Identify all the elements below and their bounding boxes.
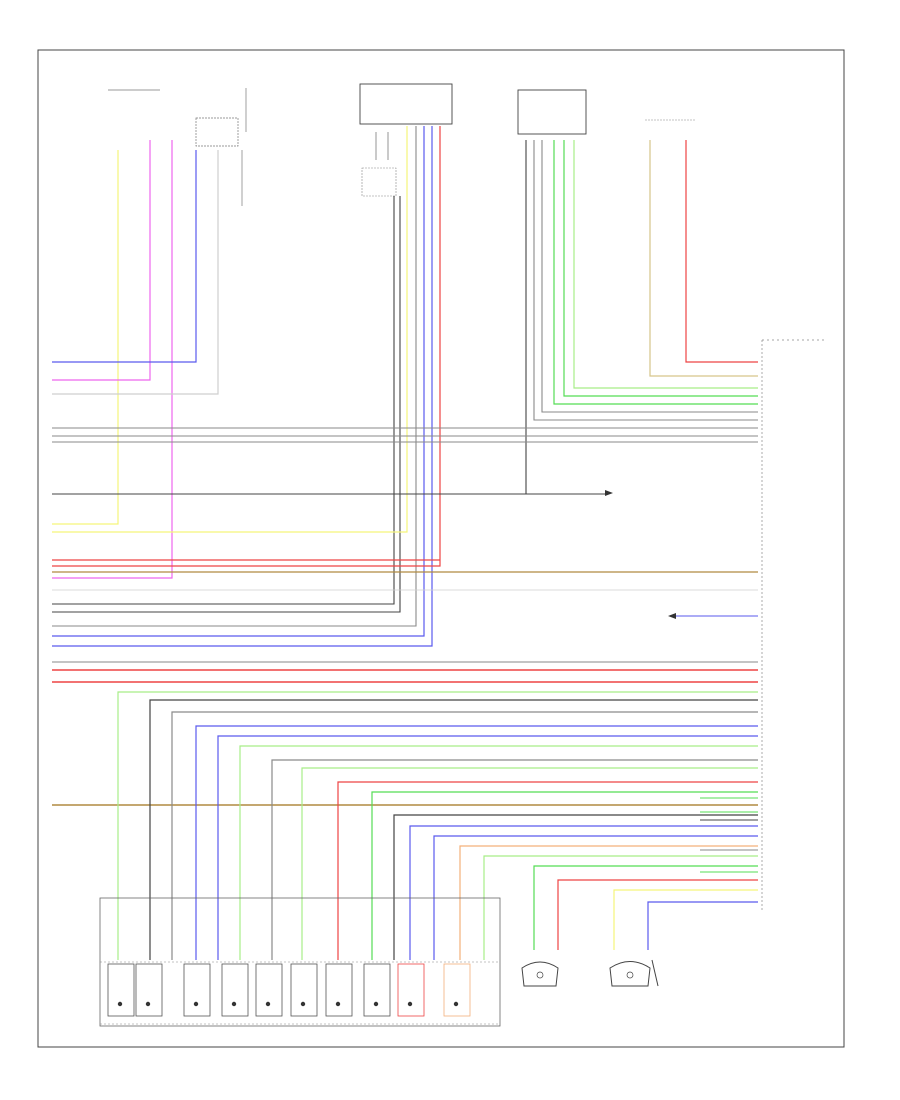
solenoid-terminal <box>265 1001 271 1007</box>
wire-top-left-yellow <box>52 150 119 525</box>
wire-tcr-dark <box>525 140 606 495</box>
speed-sensor-left <box>521 961 559 987</box>
wire-top-left-white <box>52 150 219 395</box>
diagram-frame <box>37 49 845 1048</box>
wire-drop-3 <box>195 725 758 960</box>
wire-drop-13 <box>459 845 758 960</box>
top-center-connector-component <box>359 83 453 197</box>
solenoid-terminal <box>373 1001 379 1007</box>
wire-tcr-green-1 <box>553 140 758 405</box>
wire-tc-dark-2 <box>52 196 401 613</box>
wire-drop-0 <box>117 691 758 960</box>
wire-drop-2 <box>171 711 758 960</box>
wire-tcr-lgreen <box>573 140 758 389</box>
wire-tcr-green-2 <box>563 140 758 397</box>
wire-tcr-gray-1 <box>533 140 758 421</box>
solenoid-body <box>325 963 353 1017</box>
wire-drop-17 <box>613 889 758 950</box>
wire-drop-15 <box>533 865 758 950</box>
solenoid-terminal <box>117 1001 123 1007</box>
wire-tr-red <box>685 140 758 363</box>
wire-drop-7 <box>301 767 758 960</box>
wire-drop-5 <box>239 745 758 960</box>
solenoid-set <box>107 963 471 1017</box>
wire-tc-blue-1 <box>52 126 425 637</box>
solenoid-body <box>255 963 283 1017</box>
arrow-neutral-start <box>668 613 676 619</box>
wire-tc-dark-1 <box>52 196 395 605</box>
solenoid-body <box>183 963 211 1017</box>
solenoid-body <box>397 963 425 1017</box>
speed-sensor-right <box>609 959 659 987</box>
solenoid-terminal <box>453 1001 459 1007</box>
wire-top-left-blue <box>52 150 197 363</box>
wire-tc-gray-3 <box>52 126 417 627</box>
wire-drop-11 <box>409 825 758 960</box>
wire-drop-1 <box>149 699 758 960</box>
wire-group <box>52 126 758 960</box>
wire-tcr-gray-2 <box>541 140 758 413</box>
wire-drop-8 <box>337 781 758 960</box>
wire-tr-tan <box>649 140 758 377</box>
wire-drop-9 <box>371 791 758 960</box>
wire-tc-red <box>52 126 441 567</box>
wire-top-left-magenta-1 <box>52 140 151 381</box>
solenoid-terminal <box>145 1001 151 1007</box>
wire-tc-blue-2 <box>52 126 433 647</box>
solenoid-body <box>221 963 249 1017</box>
engine-control-module-box <box>761 339 824 912</box>
wire-drop-10 <box>393 814 758 960</box>
solenoid-terminal <box>335 1001 341 1007</box>
wire-drop-16 <box>557 879 758 950</box>
solenoid-body <box>107 963 135 1017</box>
solenoid-terminal <box>300 1001 306 1007</box>
wire-drop-12 <box>433 835 758 960</box>
wire-drop-18 <box>647 901 758 950</box>
solenoid-body <box>290 963 318 1017</box>
wire-tc-yellow <box>52 126 408 533</box>
top-center-right-sensor-component <box>517 89 587 135</box>
wire-top-left-magenta-2 <box>52 140 173 579</box>
wire-drop-6 <box>271 759 758 960</box>
solenoid-body <box>363 963 391 1017</box>
solenoid-terminal <box>193 1001 199 1007</box>
solenoid-terminal <box>231 1001 237 1007</box>
top-left-switch-component <box>108 88 247 147</box>
wire-drop-14 <box>483 855 758 960</box>
solenoid-body <box>135 963 163 1017</box>
arrow-engine-control <box>605 490 613 496</box>
solenoid-body <box>443 963 471 1017</box>
wire-drop-4 <box>217 735 758 960</box>
solenoid-terminal <box>407 1001 413 1007</box>
transmission-solenoid-group <box>99 897 501 1027</box>
